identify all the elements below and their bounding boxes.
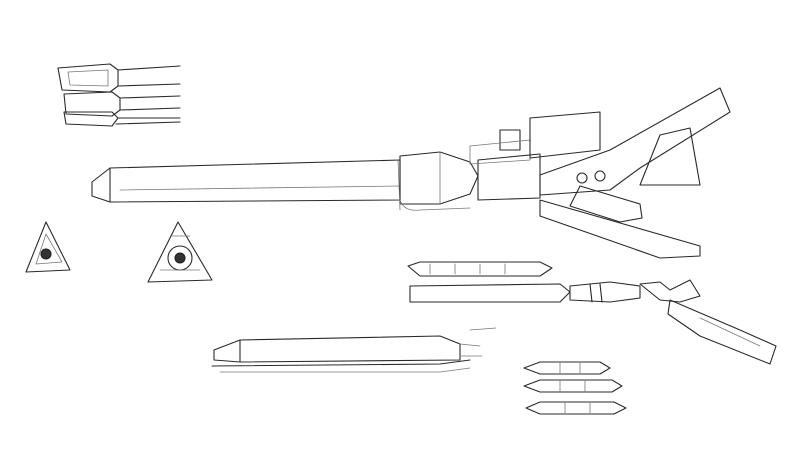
barrel-section-sketch bbox=[211, 327, 497, 373]
cartridge-sketches bbox=[523, 361, 627, 415]
cross-section-sketches bbox=[25, 221, 213, 283]
main-rifle-sketch bbox=[91, 87, 731, 259]
muzzle-detail-sketch bbox=[57, 63, 181, 127]
parts-sketches bbox=[407, 261, 777, 365]
